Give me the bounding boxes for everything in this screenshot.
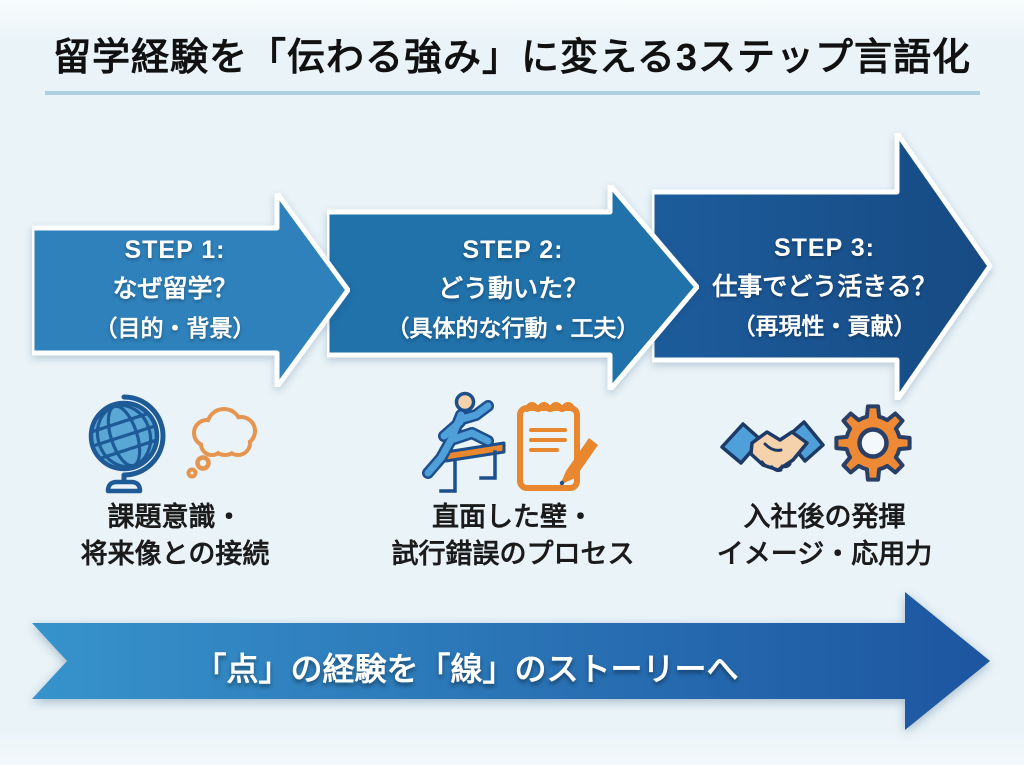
notepad-pencil-icon [517,402,598,491]
title-divider [45,91,980,95]
globe-icon [88,394,166,494]
step3-caption-line2: イメージ・応用力 [716,539,933,569]
step2-caption-line2: 試行錯誤のプロセス [391,539,635,569]
step3-arrow [652,133,993,400]
step2-text: STEP 2: どう動いた？ （具体的な行動・工夫） [327,231,699,348]
step2-detail: （具体的な行動・工夫） [386,315,640,341]
step3-caption-line1: 入社後の発揮 [743,502,906,532]
step3-label: STEP 3: [773,234,876,262]
thought-bubble-icon [186,407,257,479]
step1-question: なぜ留学？ [112,275,238,303]
page-title: 留学経験を「伝わる強み」に変える3ステップ言語化 [53,37,971,79]
step2-label: STEP 2: [462,236,564,264]
gear-icon [834,404,912,482]
step1-label: STEP 1: [124,236,226,264]
step2-caption-line1: 直面した壁・ [432,502,594,532]
step2-question: どう動いた？ [437,275,588,303]
step2-arrow [327,185,699,390]
step1-text: STEP 1: なぜ留学？ （目的・背景） [32,231,318,348]
step1-caption: 課題意識・ 将来像との接続 [32,499,318,573]
step3-caption: 入社後の発揮 イメージ・応用力 [652,499,997,573]
step1-detail: （目的・背景） [94,315,256,341]
summary-banner-arrow [32,592,990,730]
step1-caption-line2: 将来像との接続 [80,539,270,569]
step3-detail: （再現性・貢献） [732,313,917,339]
hurdler-icon [422,391,506,493]
step1-caption-line1: 課題意識・ [107,502,243,532]
step3-text: STEP 3: 仕事でどう活きる？ （再現性・貢献） [652,229,997,346]
step2-caption: 直面した壁・ 試行錯誤のプロセス [327,499,699,573]
summary-banner-text: 「点」の経験を「線」のストーリーへ [194,651,739,687]
step3-question: 仕事でどう活きる？ [712,273,937,301]
handshake-icon [720,420,825,473]
step1-arrow [32,193,350,387]
